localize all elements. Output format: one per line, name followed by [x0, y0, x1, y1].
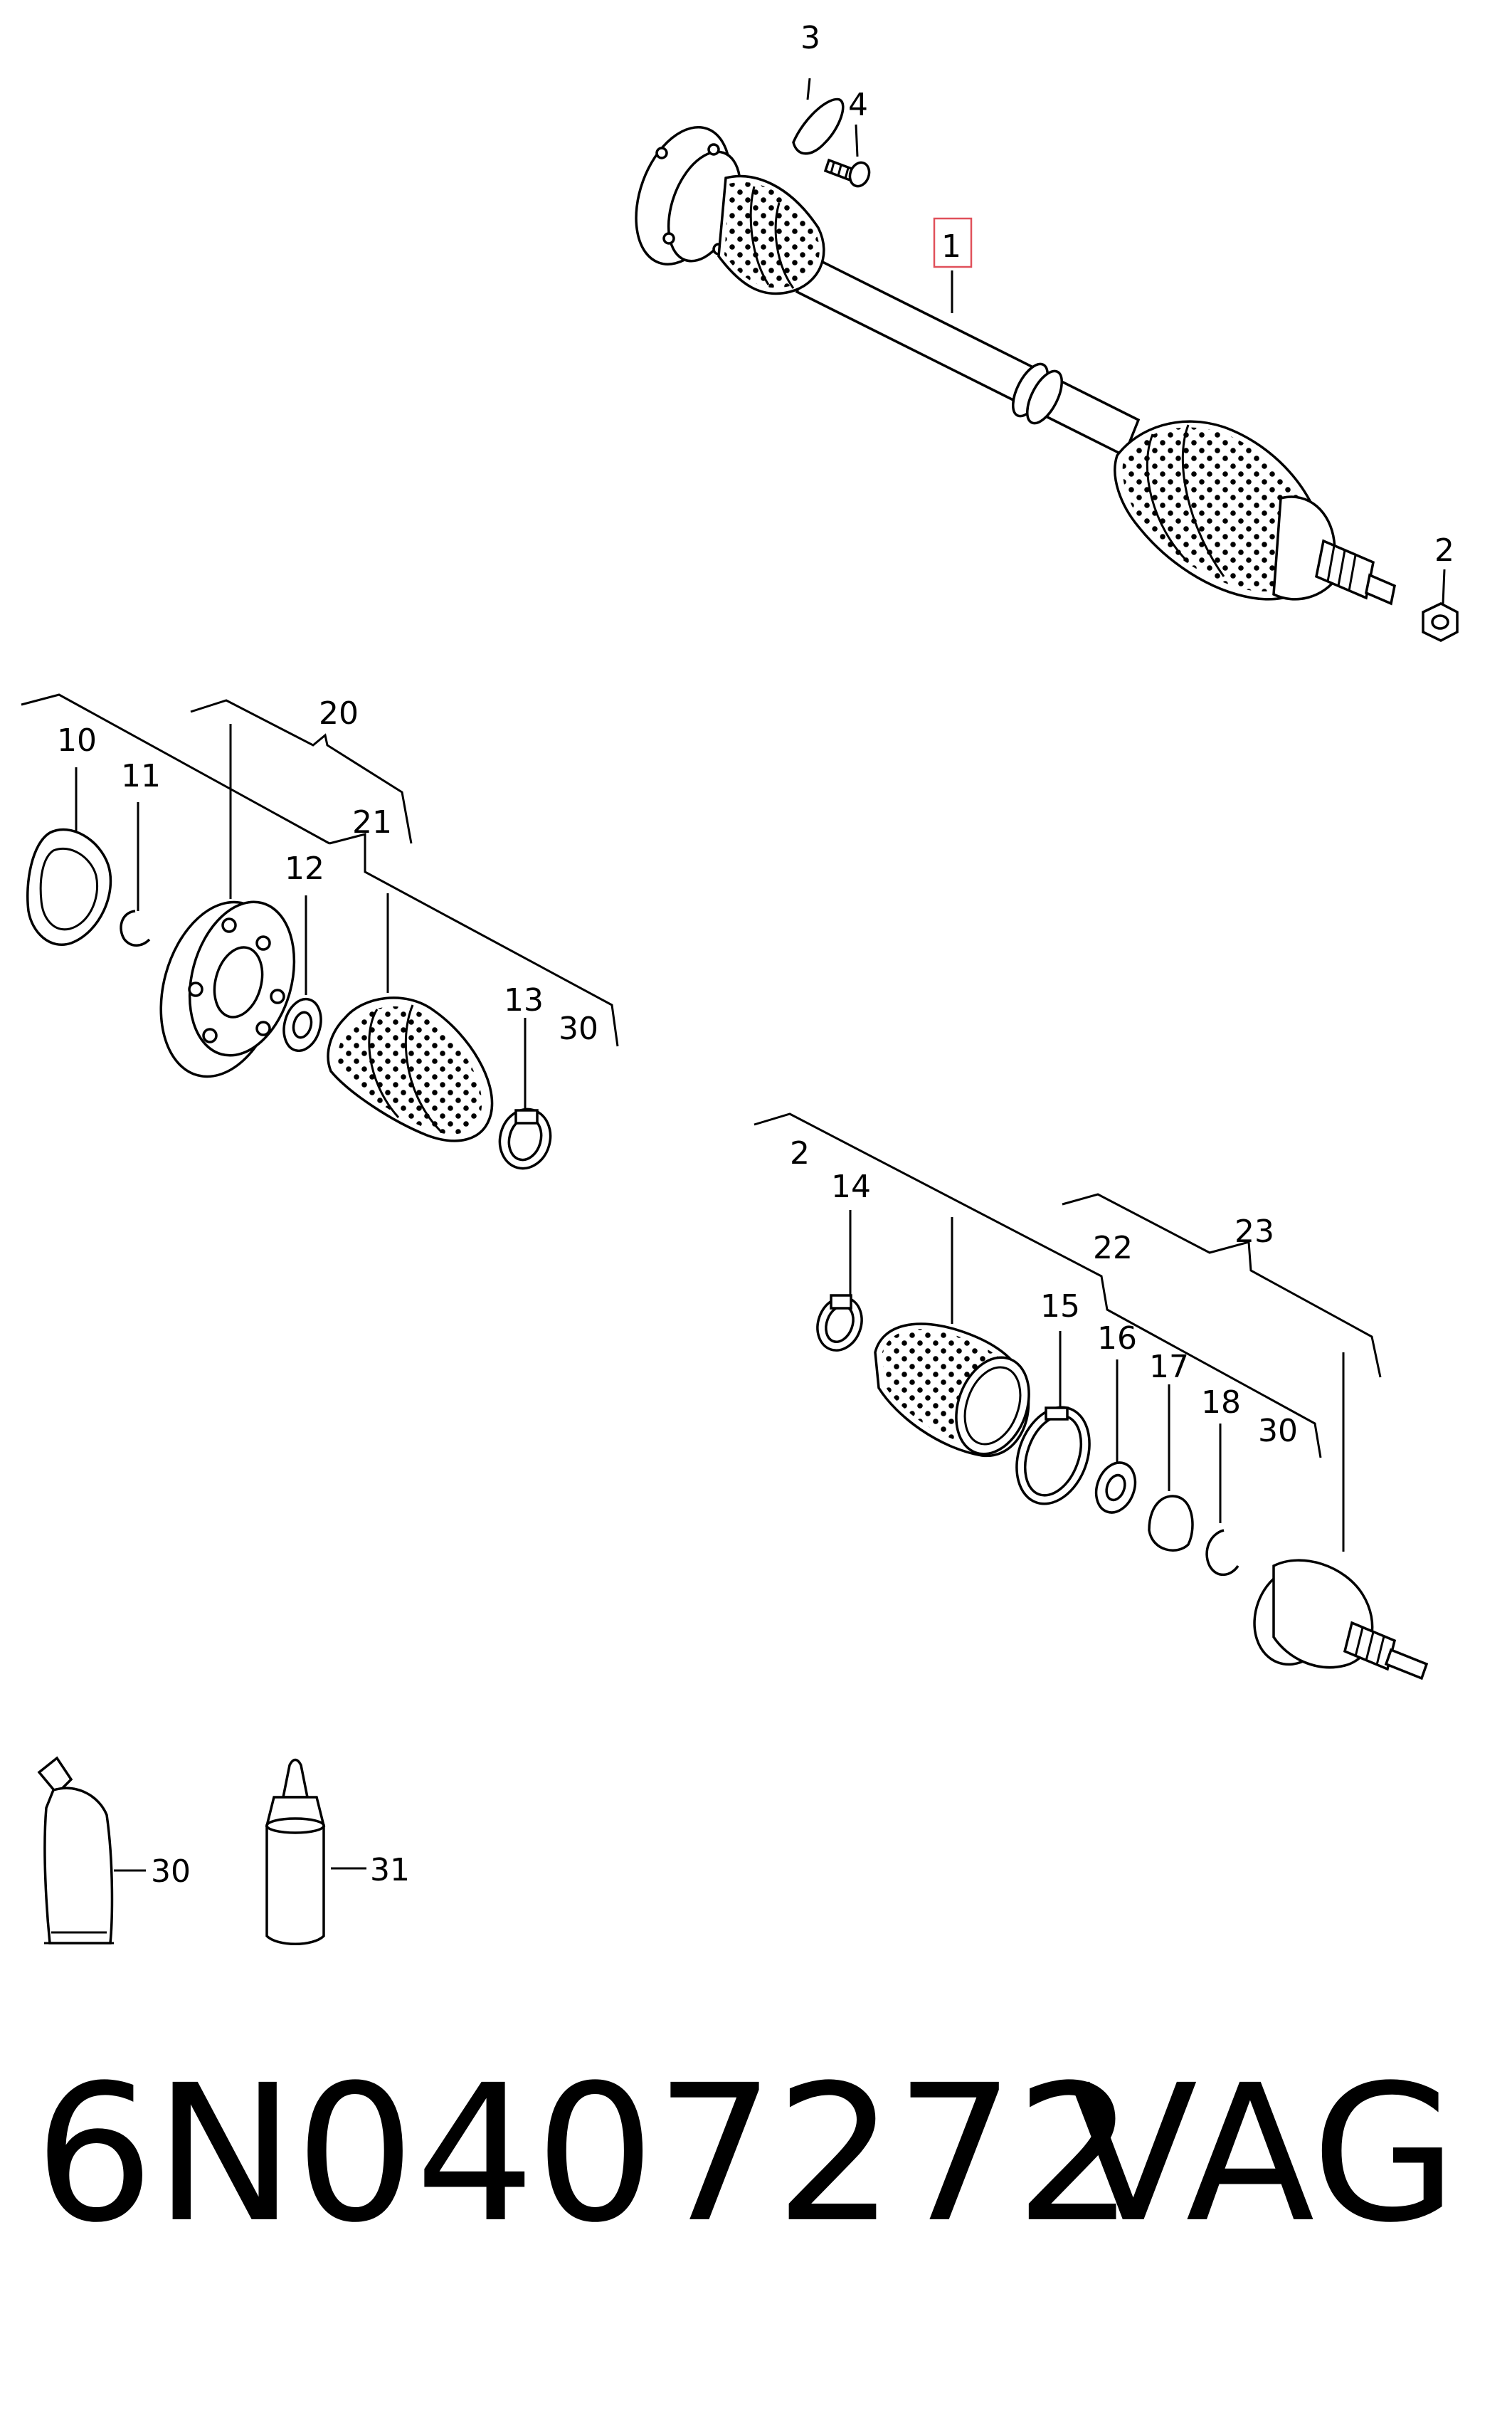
callout-2-outer: 2: [790, 1135, 810, 1172]
callout-1: 1: [941, 228, 961, 265]
callout-4: 4: [848, 87, 868, 123]
callout-15: 15: [1040, 1288, 1080, 1325]
part-number: 6N0407272: [34, 2045, 1136, 2264]
callout-22: 22: [1093, 1230, 1133, 1266]
callout-30-outer: 30: [1258, 1413, 1298, 1449]
sealant-bottle: [265, 1758, 366, 1945]
callout-30-tube: 30: [151, 1853, 191, 1890]
highlight-box: [933, 217, 973, 268]
callout-10: 10: [57, 722, 97, 759]
callout-31-bottle: 31: [370, 1852, 410, 1888]
drive-shaft-assembly: [635, 126, 1396, 606]
callout-16: 16: [1097, 1320, 1137, 1357]
callout-3: 3: [800, 20, 820, 56]
callout-30-inner: 30: [559, 1011, 598, 1047]
socket-bolt: [823, 158, 871, 188]
callout-21: 21: [352, 804, 392, 841]
callout-20: 20: [319, 695, 359, 732]
callout-23: 23: [1235, 1214, 1274, 1250]
callout-12: 12: [285, 851, 324, 887]
callout-2-nut: 2: [1434, 532, 1454, 569]
callout-17: 17: [1149, 1349, 1189, 1385]
grease-tube: [37, 1756, 146, 1945]
lock-plate: [792, 98, 845, 155]
brand-name: VAG: [1069, 2045, 1458, 2264]
outer-joint-group: [754, 1112, 1429, 1680]
callout-13: 13: [504, 982, 544, 1019]
callout-11: 11: [121, 758, 161, 794]
callout-14: 14: [831, 1169, 871, 1205]
callout-18: 18: [1201, 1384, 1241, 1421]
hex-nut: [1422, 602, 1459, 642]
inner-joint-group: [21, 693, 619, 1170]
